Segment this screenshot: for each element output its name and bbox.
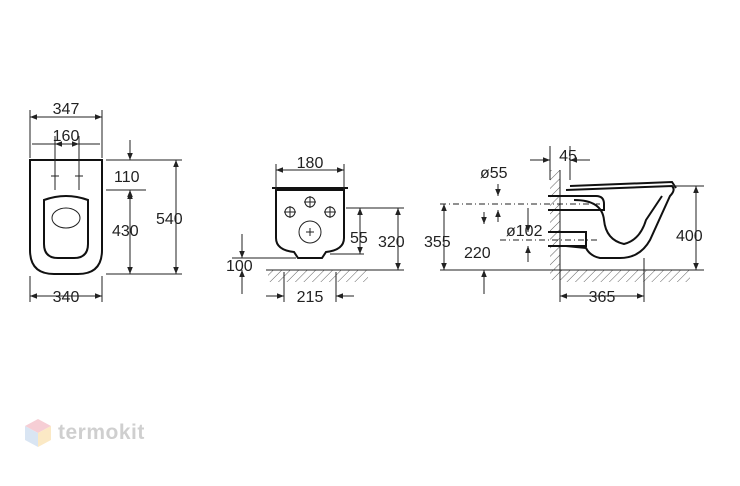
front-seat-inner [51,207,81,229]
dim-347: 347 [53,101,80,118]
dim-45: 45 [559,148,577,165]
rear-floor-hatch [268,270,368,282]
dim-355: 355 [424,234,451,251]
dim-o55: ø55 [480,165,508,182]
front-bowl-outline [29,159,103,275]
rear-view: 180 55 320 100 215 [226,155,405,306]
dim-160: 160 [53,128,80,145]
side-wall-hatch [550,170,560,280]
rear-body-outline [275,189,345,259]
dim-540: 540 [156,211,183,228]
dim-o102: ø102 [506,223,543,240]
rear-fixing-holes [284,196,336,218]
dim-400: 400 [676,228,703,245]
dim-180: 180 [297,155,324,172]
side-inlet-pipe [548,195,605,211]
dim-430: 430 [112,223,139,240]
dim-340: 340 [53,289,80,306]
side-bowl-outline [565,184,675,259]
front-view: 347 160 110 430 540 340 [29,101,183,306]
side-outlet-pipe [548,231,587,247]
dim-100: 100 [226,258,253,275]
cube-icon [25,419,51,447]
dim-320: 320 [378,234,405,251]
rear-outlet-circle [298,220,322,244]
dim-220: 220 [464,245,491,262]
side-floor-hatch [560,270,690,282]
dim-215: 215 [297,289,324,306]
front-extension-lines [29,110,103,190]
front-fixing-marks [51,172,83,180]
side-view: 45 ø55 ø102 355 220 400 365 [424,146,704,306]
dim-55: 55 [350,230,368,247]
dim-365: 365 [589,289,616,306]
front-seat [43,195,89,259]
watermark-logo: termokit [24,418,145,448]
watermark-text: termokit [58,421,145,444]
dim-110: 110 [114,169,140,186]
